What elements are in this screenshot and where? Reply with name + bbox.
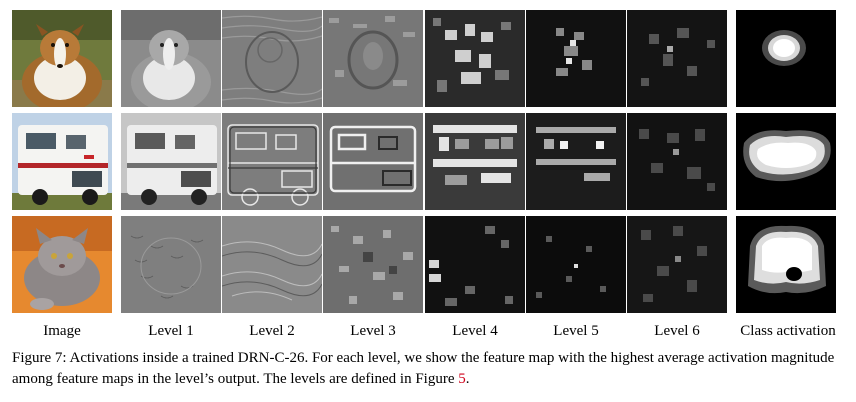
cat-level-5 xyxy=(526,216,626,313)
camper-level-4 xyxy=(425,113,525,210)
caption-end: . xyxy=(465,371,470,387)
dog-photo xyxy=(12,10,112,107)
cat-level-6 xyxy=(627,216,727,313)
cat-level-2 xyxy=(222,216,322,313)
camper-level-1 xyxy=(121,113,221,210)
column-label-image: Image xyxy=(43,323,81,339)
column-label-level-5: Level 5 xyxy=(553,323,599,339)
cat-photo xyxy=(12,216,112,313)
camper-level-2 xyxy=(222,113,322,210)
column-label-level-4: Level 4 xyxy=(452,323,498,339)
cat-level-1 xyxy=(121,216,221,313)
caption-text: Figure 7: Activations inside a trained D… xyxy=(12,350,835,387)
column-label-level-3: Level 3 xyxy=(350,323,396,339)
figure-grid: Image Level 1 Level 2 Level 3 Level 4 Le… xyxy=(12,10,836,339)
cat-class-activation xyxy=(736,216,836,313)
figure-caption: Figure 7: Activations inside a trained D… xyxy=(12,348,848,390)
column-label-class-activation: Class activation xyxy=(740,323,836,339)
dog-class-activation xyxy=(736,10,836,107)
column-label-level-2: Level 2 xyxy=(249,323,295,339)
dog-level-2 xyxy=(222,10,322,107)
column-label-level-1: Level 1 xyxy=(148,323,194,339)
dog-level-1 xyxy=(121,10,221,107)
dog-level-4 xyxy=(425,10,525,107)
dog-level-5 xyxy=(526,10,626,107)
cat-level-4 xyxy=(425,216,525,313)
column-label-level-6: Level 6 xyxy=(654,323,700,339)
camper-level-6 xyxy=(627,113,727,210)
cat-level-3 xyxy=(323,216,423,313)
camper-level-5 xyxy=(526,113,626,210)
dog-level-6 xyxy=(627,10,727,107)
camper-class-activation xyxy=(736,113,836,210)
camper-photo xyxy=(12,113,112,210)
figure-reference-link[interactable]: 5 xyxy=(458,371,466,387)
dog-level-3 xyxy=(323,10,423,107)
camper-level-3 xyxy=(323,113,423,210)
